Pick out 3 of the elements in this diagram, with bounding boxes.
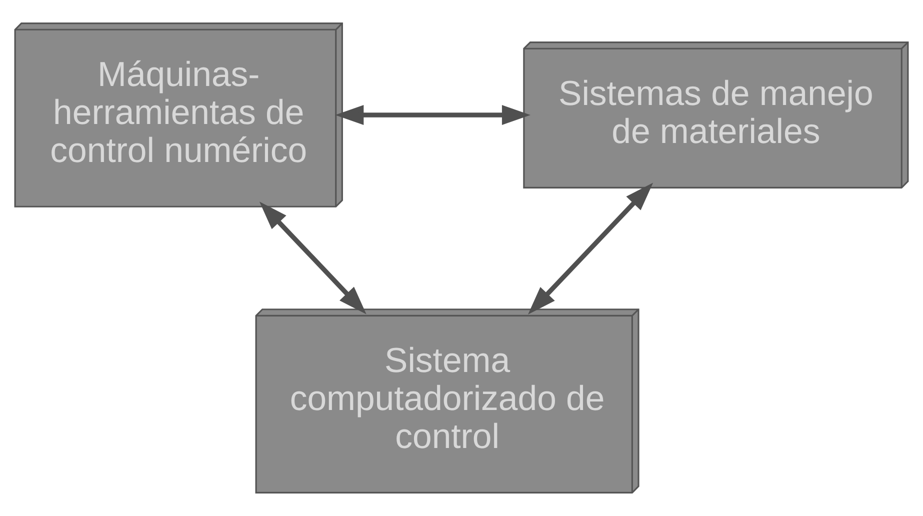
arrow: [528, 182, 654, 314]
arrow: [335, 105, 530, 125]
arrow: [259, 202, 366, 314]
